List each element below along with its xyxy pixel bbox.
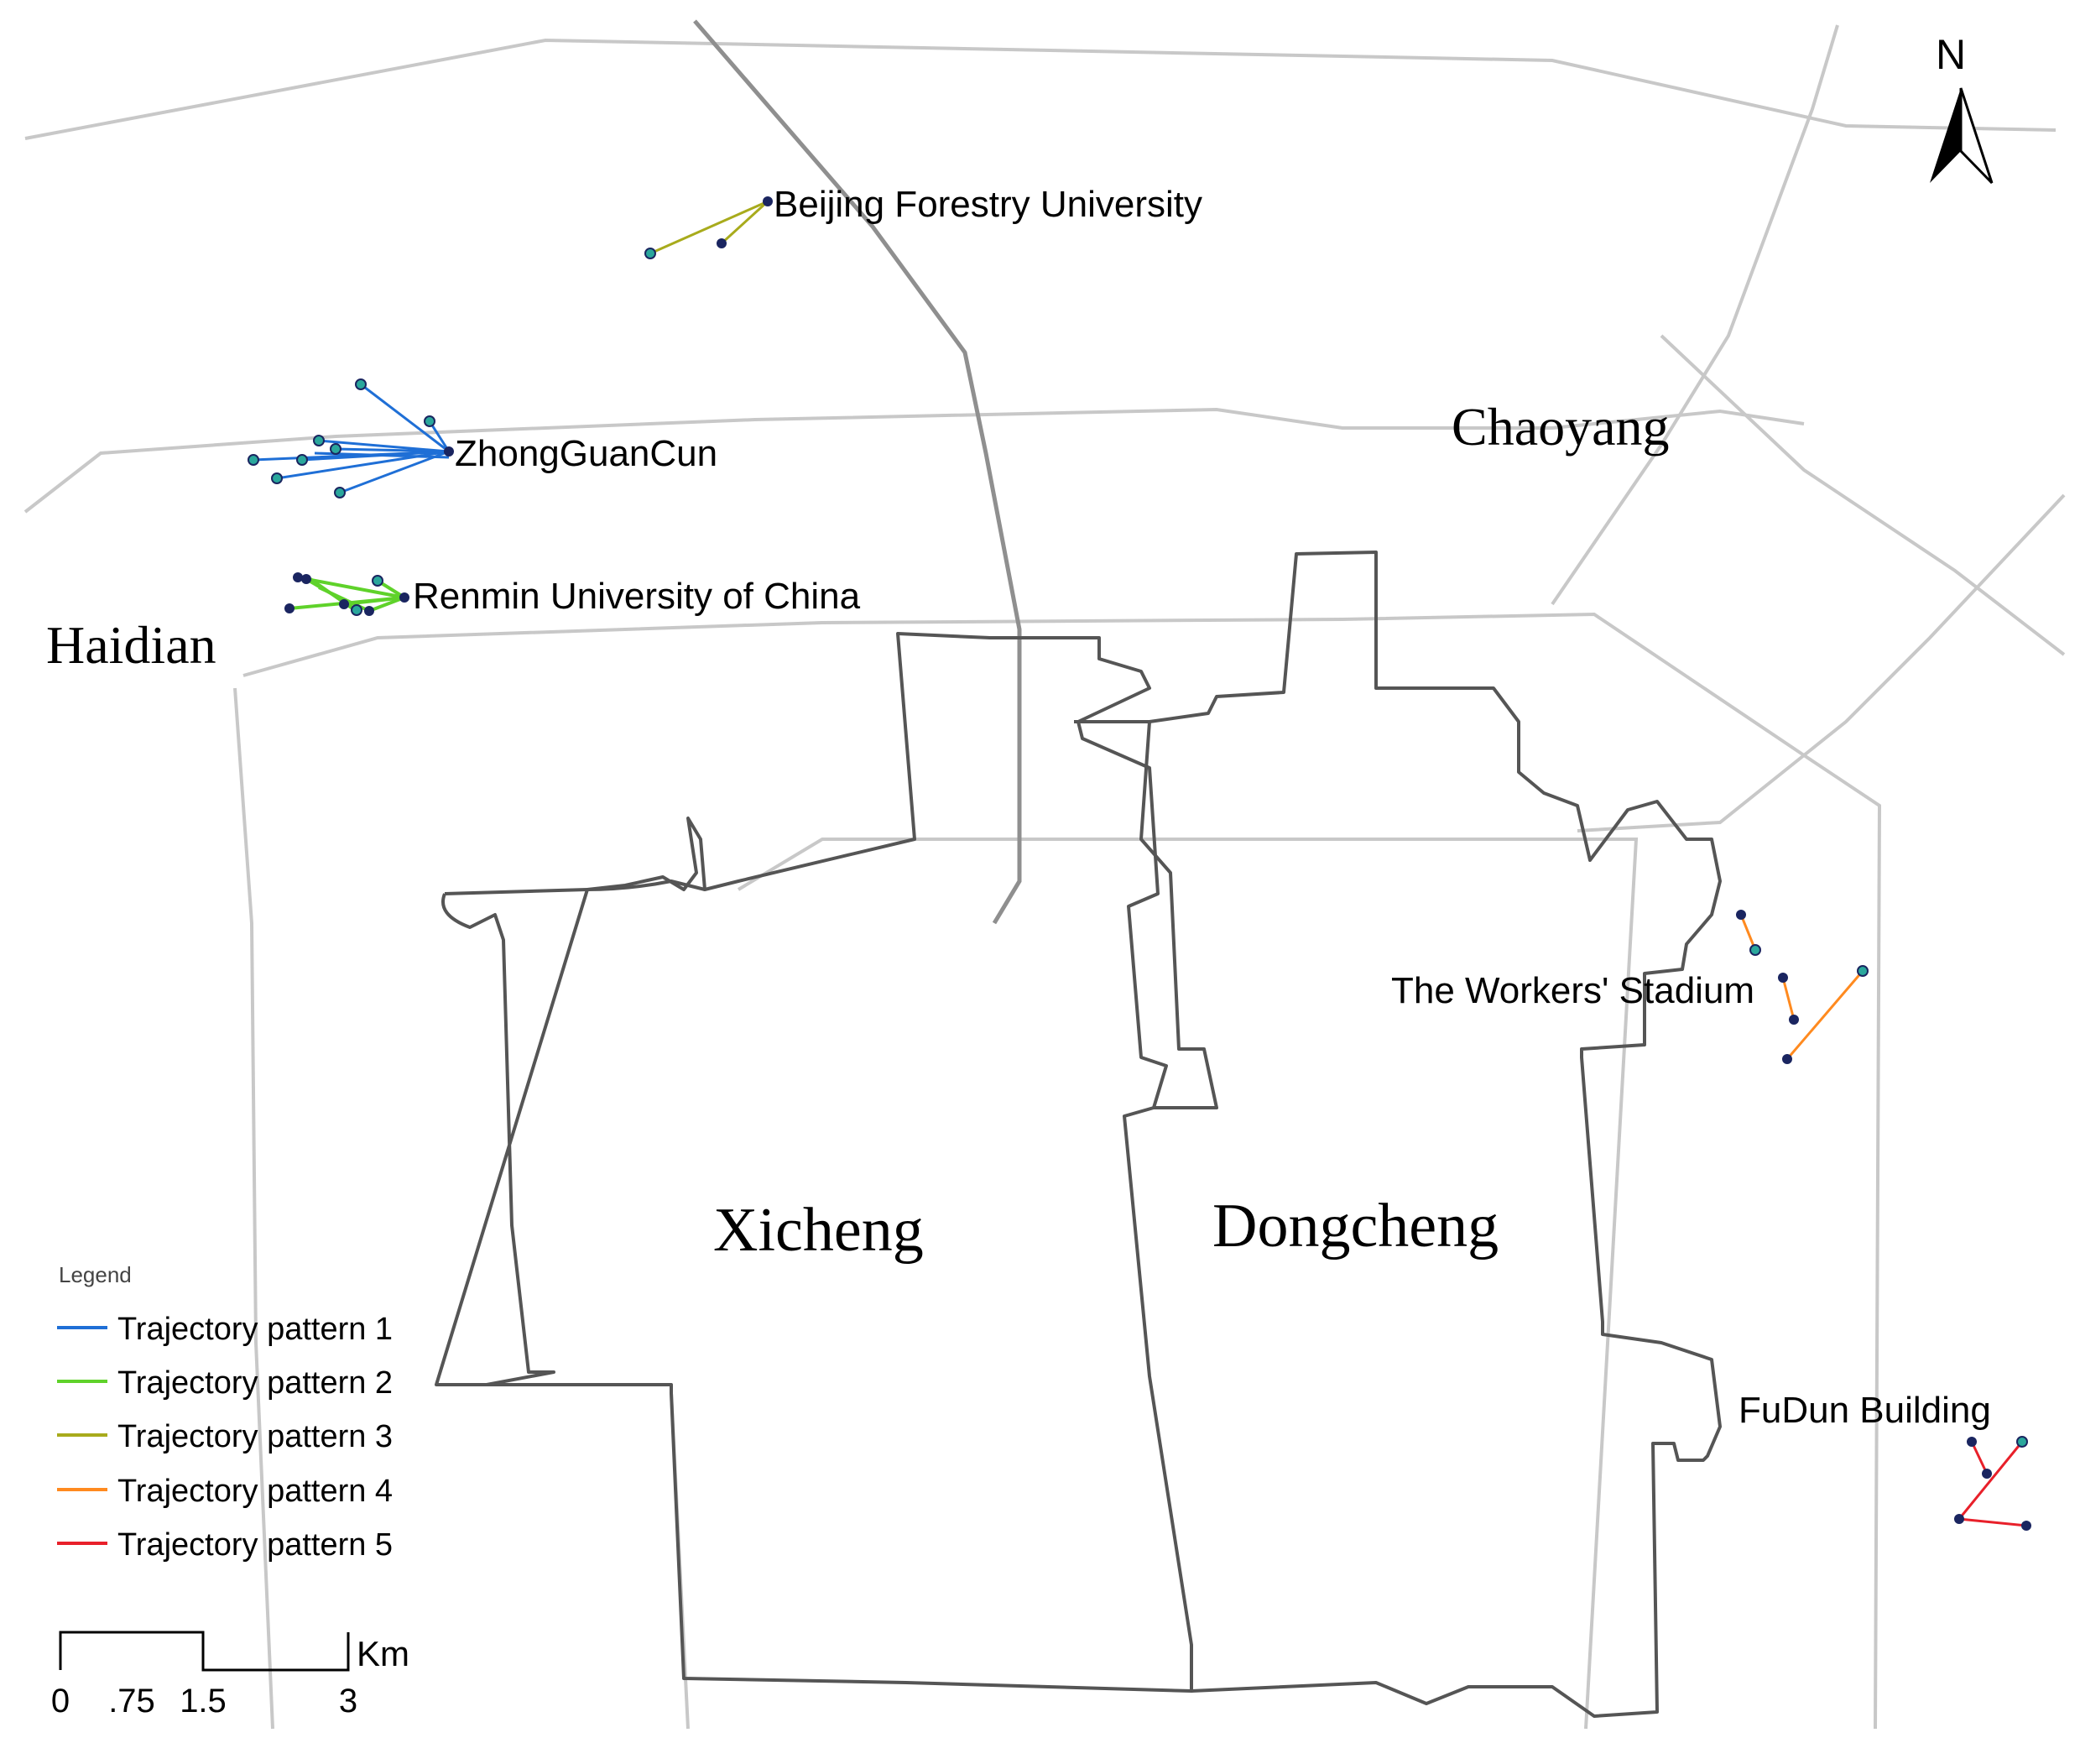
- trajectory-point: [351, 604, 362, 616]
- road-center-ring: [737, 838, 1639, 1730]
- road-middle-ring: [242, 612, 1882, 1730]
- district-label-xicheng: Xicheng: [713, 1196, 924, 1265]
- trajectory-point: [1736, 910, 1746, 920]
- trajectory-point: [399, 592, 409, 603]
- dongcheng-boundary: [1074, 551, 1722, 1718]
- trajectory-point: [248, 454, 259, 466]
- legend-label: Trajectory pattern 1: [117, 1312, 393, 1347]
- road-east-southeast: [1660, 334, 2066, 656]
- trajectory-point: [313, 435, 325, 446]
- legend-item: Trajectory pattern 5: [57, 1527, 393, 1563]
- trajectory-point: [355, 378, 367, 390]
- trajectory-group-workers: The Workers' Stadium: [1391, 910, 1869, 1064]
- road-east-diagonal: [1577, 493, 2066, 832]
- scale-bar-tick: 1.5: [180, 1683, 227, 1720]
- legend: Legend Trajectory pattern 1 Trajectory p…: [57, 1262, 393, 1563]
- trajectory-point: [296, 454, 308, 466]
- trajectory-point: [372, 575, 383, 587]
- legend-label: Trajectory pattern 3: [117, 1419, 393, 1454]
- trajectory-point: [1967, 1437, 1977, 1447]
- trajectory-point: [444, 446, 454, 457]
- xicheng-boundary: [435, 632, 1193, 1693]
- trajectory-point: [717, 238, 727, 248]
- dongcheng-west-edge: [1139, 721, 1218, 1109]
- trajectory-point: [1782, 1054, 1792, 1064]
- trajectory-point: [2016, 1436, 2028, 1448]
- trajectory-point: [301, 574, 311, 584]
- trajectory-point: [284, 603, 295, 613]
- legend-item: Trajectory pattern 3: [57, 1419, 393, 1454]
- trajectory-point: [293, 572, 303, 582]
- legend-label: Trajectory pattern 5: [117, 1527, 393, 1563]
- scale-bar-tick: 3: [339, 1683, 357, 1720]
- trajectory-point: [1778, 973, 1788, 983]
- scale-bar-tick: 0: [51, 1683, 70, 1720]
- legend-item: Trajectory pattern 2: [57, 1365, 393, 1401]
- trajectory-point: [334, 487, 346, 498]
- place-label-zhongguancun: ZhongGuanCun: [455, 433, 717, 474]
- place-label-fudun: FuDun Building: [1739, 1390, 1991, 1431]
- north-arrow-label: N: [1936, 31, 1966, 78]
- trajectory-point: [644, 248, 656, 259]
- trajectory-group-forestry: Beijing Forestry University: [644, 184, 1202, 259]
- trajectory-point: [364, 606, 374, 616]
- legend-title: Legend: [59, 1262, 132, 1287]
- trajectory-group-fudun: FuDun Building: [1739, 1390, 2031, 1531]
- trajectory-point: [330, 443, 341, 455]
- scale-bar: [59, 1631, 350, 1672]
- trajectory-point: [271, 472, 283, 484]
- place-label-forestry: Beijing Forestry University: [774, 184, 1202, 225]
- trajectory-point: [1954, 1514, 1964, 1524]
- scale-bar-tick: .75: [108, 1683, 155, 1720]
- trajectory-group-zhongguancun: [253, 383, 451, 494]
- highway-north: [693, 19, 1022, 925]
- place-label-workers: The Workers' Stadium: [1391, 970, 1754, 1011]
- place-label-renmin: Renmin University of China: [413, 576, 861, 617]
- road-east-north: [1551, 24, 1839, 606]
- trajectory-point: [2021, 1521, 2031, 1531]
- trajectory-point: [1789, 1015, 1799, 1025]
- trajectory-point: [1982, 1469, 1992, 1479]
- district-label-chaoyang: Chaoyang: [1452, 397, 1670, 457]
- legend-label: Trajectory pattern 4: [117, 1474, 393, 1509]
- district-label-haidian: Haidian: [46, 615, 216, 675]
- road-upper-ring: [23, 407, 1805, 514]
- north-arrow-icon: [1930, 88, 1961, 183]
- trajectory-point: [1857, 965, 1869, 977]
- district-boundaries: [435, 551, 1722, 1718]
- legend-label: Trajectory pattern 2: [117, 1365, 393, 1401]
- road-network: [23, 24, 2066, 1730]
- xicheng-outer: [444, 879, 706, 895]
- trajectory-point: [339, 599, 349, 609]
- trajectory-point: [424, 415, 435, 427]
- trajectory-point: [1749, 944, 1761, 956]
- road-northern-ring: [24, 38, 2057, 140]
- road-inner-ring: [233, 687, 274, 1730]
- district-label-dongcheng: Dongcheng: [1212, 1192, 1499, 1260]
- trajectory-point: [763, 196, 773, 206]
- legend-item: Trajectory pattern 1: [57, 1312, 393, 1347]
- north-arrow: N: [1930, 31, 1994, 185]
- legend-item: Trajectory pattern 4: [57, 1474, 393, 1509]
- scale-bar-unit: Km: [357, 1634, 409, 1673]
